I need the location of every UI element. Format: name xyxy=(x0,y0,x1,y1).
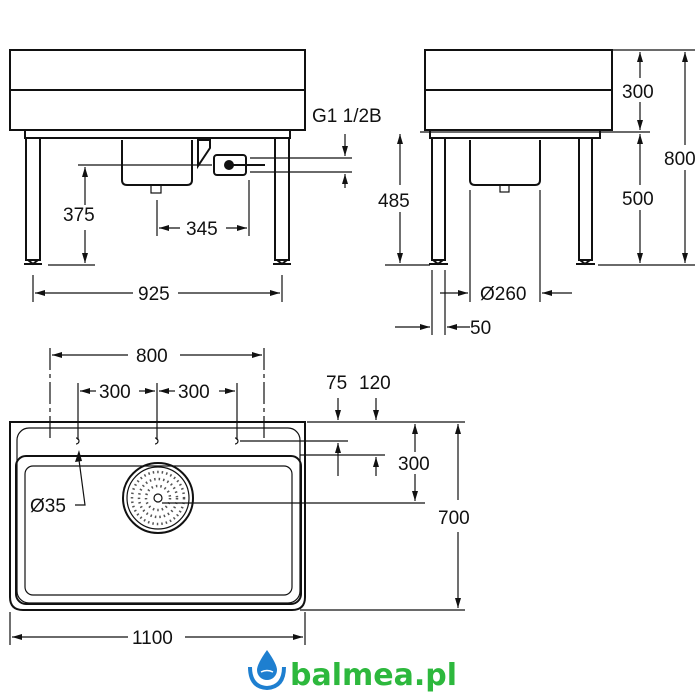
tap-holes xyxy=(75,437,239,445)
dim-under-height: 500 xyxy=(622,189,654,210)
dim-drain-diameter: Ø260 xyxy=(480,284,526,305)
logo-text: balmea.pl xyxy=(290,658,457,693)
dim-drain-offset: 300 xyxy=(398,454,430,475)
dim-hole-spacing-right: 300 xyxy=(178,382,210,403)
basin xyxy=(15,455,302,605)
dim-valve-height-side: 485 xyxy=(378,191,410,212)
dim-valve-height: 375 xyxy=(63,205,95,226)
leg-right xyxy=(274,137,290,261)
leg-left xyxy=(25,137,41,261)
dim-total-height: 800 xyxy=(664,149,696,170)
connection-label: G1 1/2B xyxy=(312,106,382,127)
dim-depth: 700 xyxy=(438,508,470,529)
dim-rim-height: 300 xyxy=(622,82,654,103)
dim-hole-offset-2: 120 xyxy=(359,373,391,394)
drain-strainer xyxy=(122,462,194,534)
dim-hole-spacing-left: 300 xyxy=(99,382,131,403)
dim-leg-offset: 50 xyxy=(470,318,491,339)
dim-leg-spacing: 925 xyxy=(138,284,170,305)
water-drop-hands-icon xyxy=(248,650,286,691)
balmea-logo: balmea.pl xyxy=(248,650,457,693)
dim-valve-offset: 345 xyxy=(186,219,218,240)
front-view: 375 345 925 G1 1/2B xyxy=(9,49,382,305)
dim-hole-span: 800 xyxy=(136,346,168,367)
side-view: 300 500 800 485 Ø260 50 xyxy=(378,49,696,339)
dim-hole-diameter: Ø35 xyxy=(30,496,66,517)
drain-trap xyxy=(121,140,193,186)
dim-width: 1100 xyxy=(132,628,173,649)
top-view: 800 300 300 75 120 300 700 xyxy=(9,346,470,649)
dim-hole-offset-1: 75 xyxy=(326,373,347,394)
